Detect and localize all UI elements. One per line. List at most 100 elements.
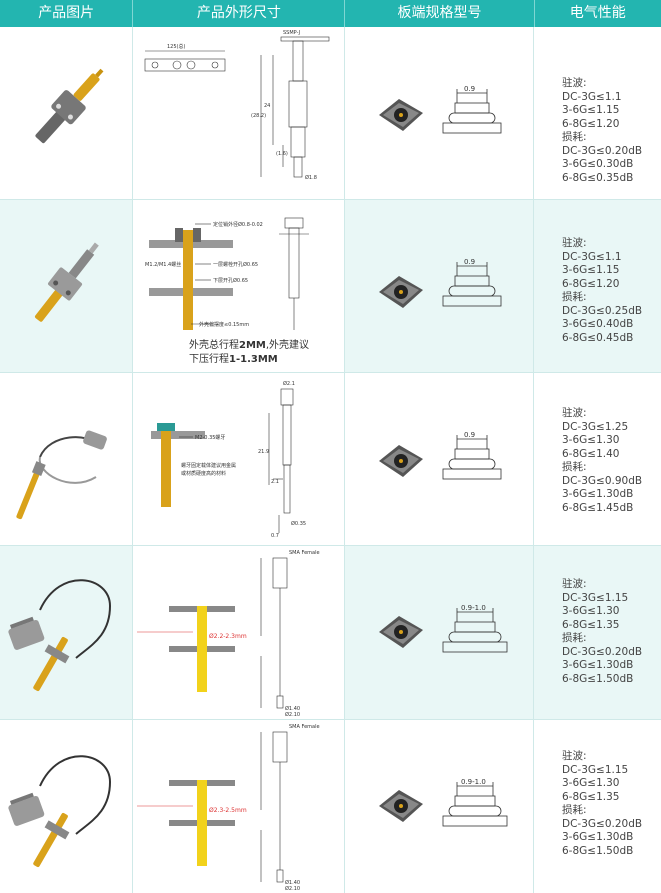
header-electrical: 电气性能 [569,5,626,21]
vswr-value: DC-3G≤1.15 [562,591,629,604]
header-product-image: 产品图片 [0,0,134,27]
dim-label-dia-0-35: Ø0.35 [291,520,306,527]
pogo-connector-flange-image [35,68,104,144]
vswr-title: 驻波: [562,407,587,419]
product-photo [0,373,133,545]
electrical-performance: 驻波: DC-3G≤1.15 3-6G≤1.30 6-8G≤1.35 损耗: D… [534,546,661,719]
product-photo [0,200,133,372]
board-spec: 0.9-1.0 [345,720,534,893]
loss-value: DC-3G≤0.25dB [562,304,643,317]
loss-title: 损耗: [562,131,587,143]
loss-title: 损耗: [562,291,587,303]
loss-value: 3-6G≤1.30dB [562,488,634,500]
vswr-value: 6-8G≤1.40 [562,447,620,460]
board-connector-drawing: 0.9 [379,258,502,308]
electrical-performance: 驻波: DC-3G≤1.1 3-6G≤1.15 6-8G≤1.20 损耗: DC… [534,200,661,372]
dim-label-dia-1-40: Ø1.40 [285,705,300,712]
dim-label-dia: Ø1.8 [305,174,317,181]
dim-label-0-7: 0.7 [271,533,279,539]
loss-value: 3-6G≤1.30dB [562,659,634,671]
dim-label-thread: M2-0.35螺牙 [195,434,225,441]
technical-drawing: 125(总) SSMP-J 24 (28.2) (1.6) Ø1.8 [144,30,330,181]
loss-value: DC-3G≤0.90dB [562,474,643,487]
dim-label-screw: M1.2/M1.4螺丝 [145,261,181,268]
table-header: 产品图片 产品外形尺寸 板端规格型号 电气性能 [0,0,661,27]
stroke-note: 外壳总行程2MM,外壳建议 下压行程1-1.3MM [189,340,310,365]
dimension-drawing: 定位销外径Ø0.8-0.02 M1.2/M1.4螺丝 一层螺栓开孔Ø0.65 下… [133,200,345,372]
table-row: 125(总) SSMP-J 24 (28.2) (1.6) Ø1.8 [0,27,661,200]
dim-label-dia-2-10: Ø2.10 [285,885,300,892]
loss-value: DC-3G≤0.20dB [562,645,643,658]
vswr-value: DC-3G≤1.1 [562,250,622,263]
loss-value: DC-3G≤0.20dB [562,144,643,157]
vswr-value: 3-6G≤1.15 [562,104,620,116]
technical-drawing: M2-0.35螺牙 螺牙固定载体建议用金属 或材质硬度高的材料 Ø2.1 21.… [151,380,306,539]
dim-label-dia-2-1: Ø2.1 [283,380,295,387]
loss-value: 6-8G≤1.50dB [562,672,634,685]
technical-drawing: SMA Female Ø2.3-2.5mm Ø1.40 Ø2.10 [137,724,320,892]
header-dimension: 产品外形尺寸 [133,0,346,27]
dim-label-dia-2-10: Ø2.10 [285,711,300,718]
loss-value: 6-8G≤0.35dB [562,171,634,184]
dim-label-21-9: 21.9 [258,449,269,455]
dim-label-sma: SMA Female [289,724,320,730]
board-spec: 0.9 [345,200,534,372]
electrical-performance: 驻波: DC-3G≤1.25 3-6G≤1.30 6-8G≤1.40 损耗: D… [534,373,661,545]
board-spec: 0.9-1.0 [345,546,534,719]
dimension-drawing: M2-0.35螺牙 螺牙固定载体建议用金属 或材质硬度高的材料 Ø2.1 21.… [133,373,345,545]
dim-label-24: 24 [264,103,270,109]
board-dim-label: 0.9-1.0 [461,778,486,786]
board-dim-label: 0.9 [464,431,475,439]
board-connector-drawing: 0.9-1.0 [379,604,508,653]
dimension-drawing: SMA Female Ø2.3-2.5mm Ø1.40 Ø2.10 [133,720,345,893]
loss-value: 3-6G≤0.30dB [562,158,634,170]
loss-title: 损耗: [562,804,587,816]
dim-label-sma: SMA Female [289,550,320,556]
vswr-value: 6-8G≤1.20 [562,277,620,290]
vswr-value: 3-6G≤1.30 [562,605,620,617]
vswr-value: 3-6G≤1.30 [562,434,620,446]
table-row: SMA Female Ø2.3-2.5mm Ø1.40 Ø2.10 [0,720,661,893]
dim-label-note-2: 或材质硬度高的材料 [181,470,226,477]
vswr-value: 3-6G≤1.15 [562,264,620,276]
dim-label-note-1: 螺牙固定载体建议用金属 [181,462,236,469]
board-dim-label: 0.9 [464,258,475,266]
dim-label-1-6: (1.6) [276,151,288,157]
board-connector-drawing: 0.9-1.0 [379,778,508,827]
sma-cable-pogo-image [8,579,112,692]
table-row: M2-0.35螺牙 螺牙固定载体建议用金属 或材质硬度高的材料 Ø2.1 21.… [0,373,661,546]
loss-value: 3-6G≤0.40dB [562,318,634,330]
loss-value: 3-6G≤1.30dB [562,831,634,843]
product-photo [0,546,133,719]
pogo-connector-square-flange-image [34,242,99,322]
vswr-title: 驻波: [562,578,587,590]
loss-title: 损耗: [562,632,587,644]
vswr-value: 6-8G≤1.35 [562,618,620,631]
vswr-value: 3-6G≤1.30 [562,777,620,789]
dim-label-total: 125(总) [167,43,185,50]
technical-drawing: SMA Female Ø2.2-2.3mm Ø1.40 Ø2.10 [137,550,320,718]
vswr-title: 驻波: [562,237,587,249]
cable-connector-image [16,430,107,520]
vswr-title: 驻波: [562,750,587,762]
vswr-value: DC-3G≤1.1 [562,90,622,103]
dim-label-hole-2: 下层开孔Ø0.65 [213,277,248,284]
technical-drawing: 定位销外径Ø0.8-0.02 M1.2/M1.4螺丝 一层螺栓开孔Ø0.65 下… [145,217,309,330]
loss-value: 6-8G≤0.45dB [562,331,634,344]
dim-label-hole-1: 一层螺栓开孔Ø0.65 [213,261,258,268]
loss-title: 损耗: [562,461,587,473]
loss-value: 6-8G≤1.45dB [562,501,634,514]
sma-cable-pogo-image [8,755,112,868]
vswr-value: DC-3G≤1.15 [562,763,629,776]
dimension-drawing: SMA Female Ø2.2-2.3mm Ø1.40 Ø2.10 [133,546,345,719]
vswr-value: 6-8G≤1.20 [562,117,620,130]
header-board-spec: 板端规格型号 [345,0,535,27]
vswr-value: 6-8G≤1.35 [562,790,620,803]
board-connector-drawing: 0.9 [379,85,502,134]
product-photo [0,27,133,199]
electrical-performance: 驻波: DC-3G≤1.15 3-6G≤1.30 6-8G≤1.35 损耗: D… [534,720,661,893]
table-row: 定位销外径Ø0.8-0.02 M1.2/M1.4螺丝 一层螺栓开孔Ø0.65 下… [0,200,661,373]
product-photo [0,720,133,893]
electrical-performance: 驻波: DC-3G≤1.1 3-6G≤1.15 6-8G≤1.20 损耗: DC… [534,27,661,199]
